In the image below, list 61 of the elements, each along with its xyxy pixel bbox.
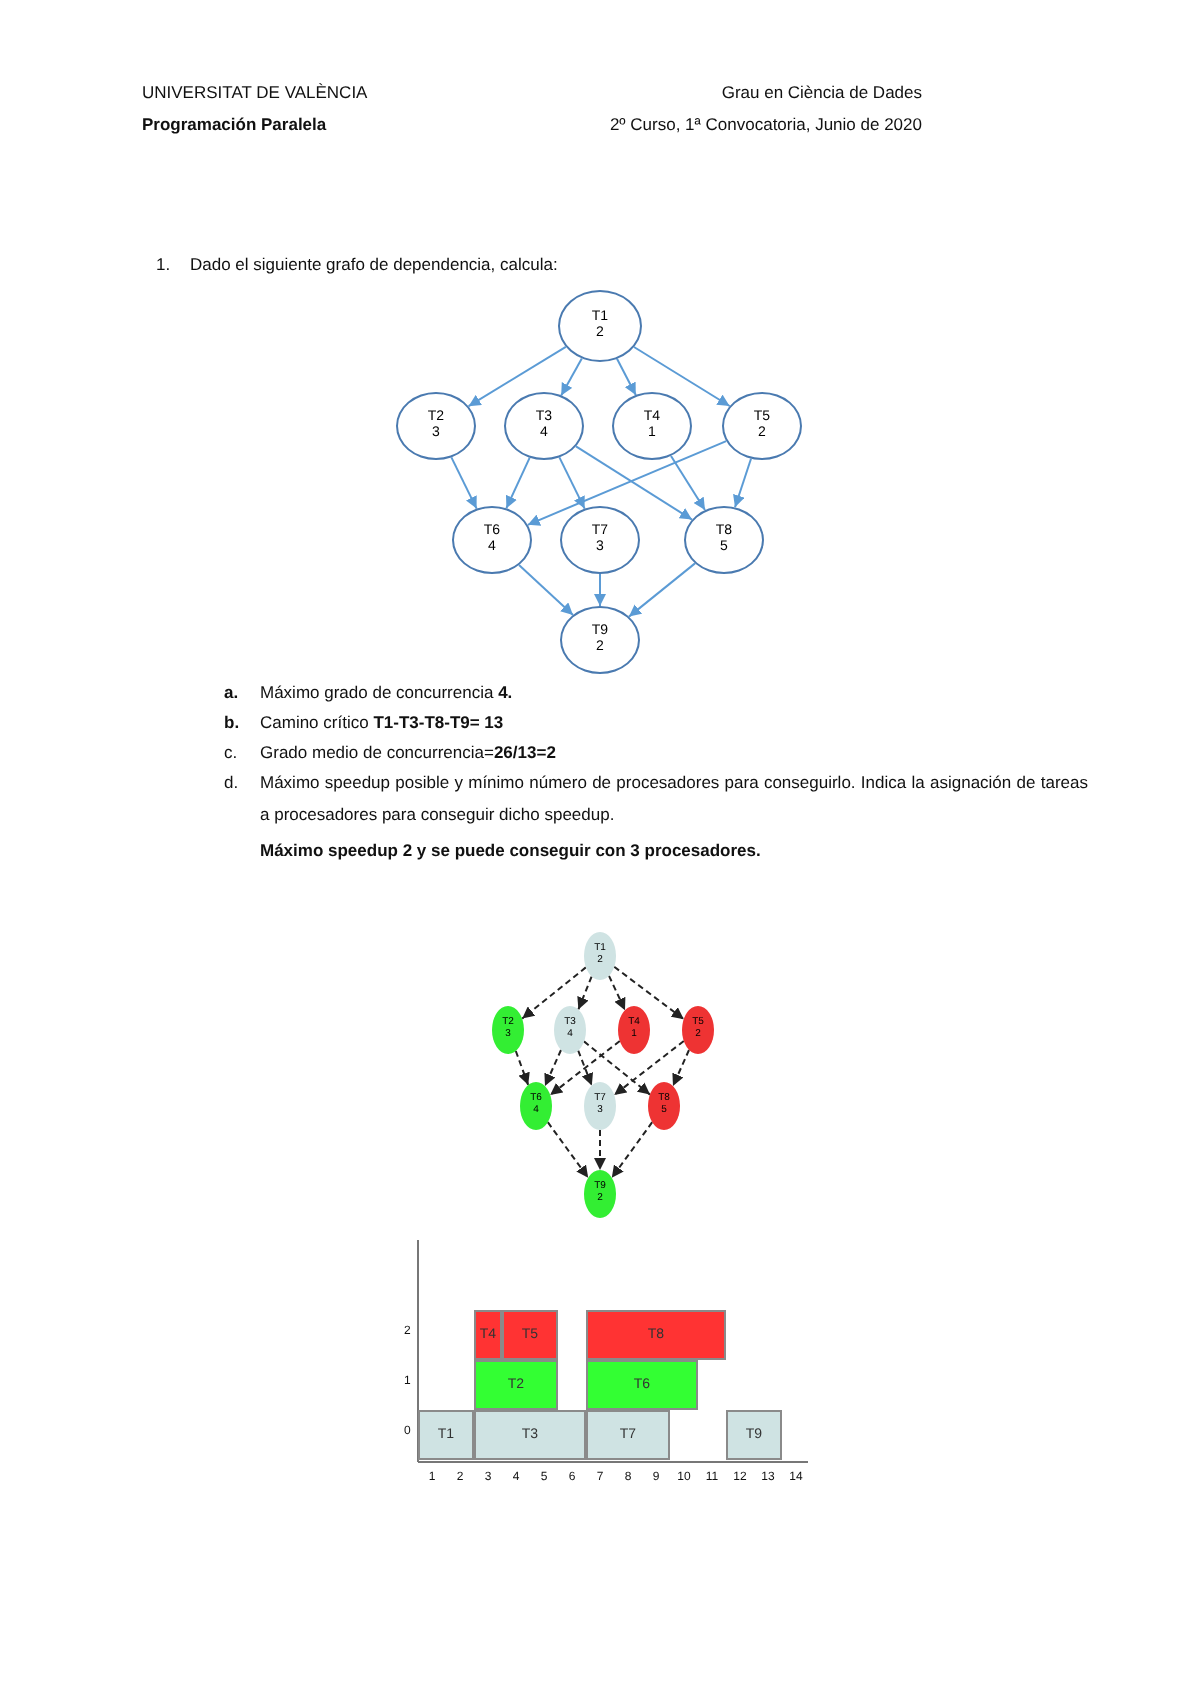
task-ellipse [648,1082,680,1130]
list-number: 1. [156,254,171,274]
arrow [558,456,586,510]
task-ellipse [452,506,532,574]
arrow [613,1040,685,1096]
task-ellipse [584,1082,616,1130]
task-ellipse [560,606,640,674]
task-ellipse [554,1006,586,1054]
arrow [613,965,685,1021]
arrow [575,445,693,521]
arrow [521,966,587,1020]
arrow [733,457,752,509]
task-ellipse [396,392,476,460]
arrow [594,573,606,607]
task-ellipse [504,392,584,460]
answer-text: Camino crítico T1-T3-T8-T9= 13 [260,712,504,732]
task-ellipse [722,392,802,460]
arrow [583,1040,651,1096]
answer-text: Grado medio de concurrencia=26/13=2 [260,742,556,762]
arrow [505,456,531,510]
arrow [577,1049,593,1087]
arrow [546,1121,590,1179]
arrow [526,440,728,526]
task-ellipse [684,506,764,574]
answer-text: Máximo speedup 2 y se puede conseguir con 3 procesadores. [260,840,761,860]
arrow [518,564,574,616]
arrow [560,357,583,397]
task-ellipse [520,1082,552,1130]
question-text: Máximo speedup posible y mínimo número de procesadores para conseguirlo. Indica la asignación de tareas a procesadores para conseguir dicho speedup. [260,770,1088,828]
task-ellipse [618,1006,650,1054]
task-ellipse [584,932,616,980]
arrow [633,346,731,407]
answer-text: Máximo grado de concurrencia 4. [260,682,513,702]
task-ellipse [682,1006,714,1054]
list-letter: d. [224,772,239,792]
arrow [549,1040,621,1096]
arrow [544,1049,562,1087]
header-text: Grau en Ciència de Dades [721,82,922,102]
arrow [450,456,478,510]
arrow [610,1121,654,1179]
question-text: Dado el siguiente grafo de dependencia, calcula: [190,254,558,274]
arrow [594,1129,606,1171]
task-ellipse [612,392,692,460]
arrow [670,455,706,511]
arrow [616,357,637,396]
header-text: Programación Paralela [142,114,327,134]
task-ellipse [584,1170,616,1218]
arrow [577,975,593,1011]
arrow [672,1049,690,1087]
header-text: UNIVERSITAT DE VALÈNCIA [142,82,368,102]
task-ellipse [558,290,642,362]
task-ellipse [492,1006,524,1054]
arrow [467,345,567,408]
list-letter: a. [224,682,239,702]
list-letter: c. [224,742,238,762]
arrow [608,974,626,1012]
arrow [514,1050,530,1086]
arrow [628,562,696,618]
header-text: 2º Curso, 1ª Convocatoria, Junio de 2020 [609,114,922,134]
task-ellipse [560,506,640,574]
list-letter: b. [224,712,240,732]
